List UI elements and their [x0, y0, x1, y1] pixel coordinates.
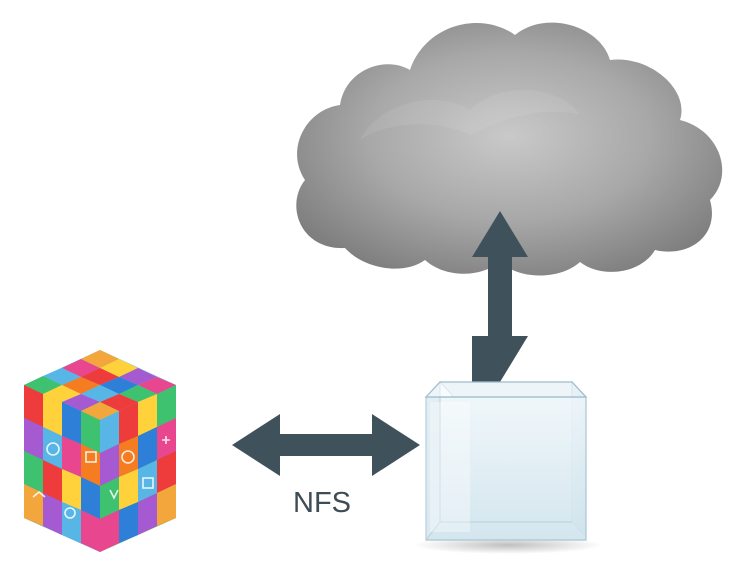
- horizontal-double-arrow: [232, 414, 420, 476]
- vertical-double-arrow: [472, 211, 528, 382]
- transparent-box-icon: [413, 380, 603, 554]
- cloud-icon: [296, 22, 723, 276]
- nfs-label: NFS: [293, 487, 351, 519]
- app-icons-cube-icon: [24, 350, 176, 552]
